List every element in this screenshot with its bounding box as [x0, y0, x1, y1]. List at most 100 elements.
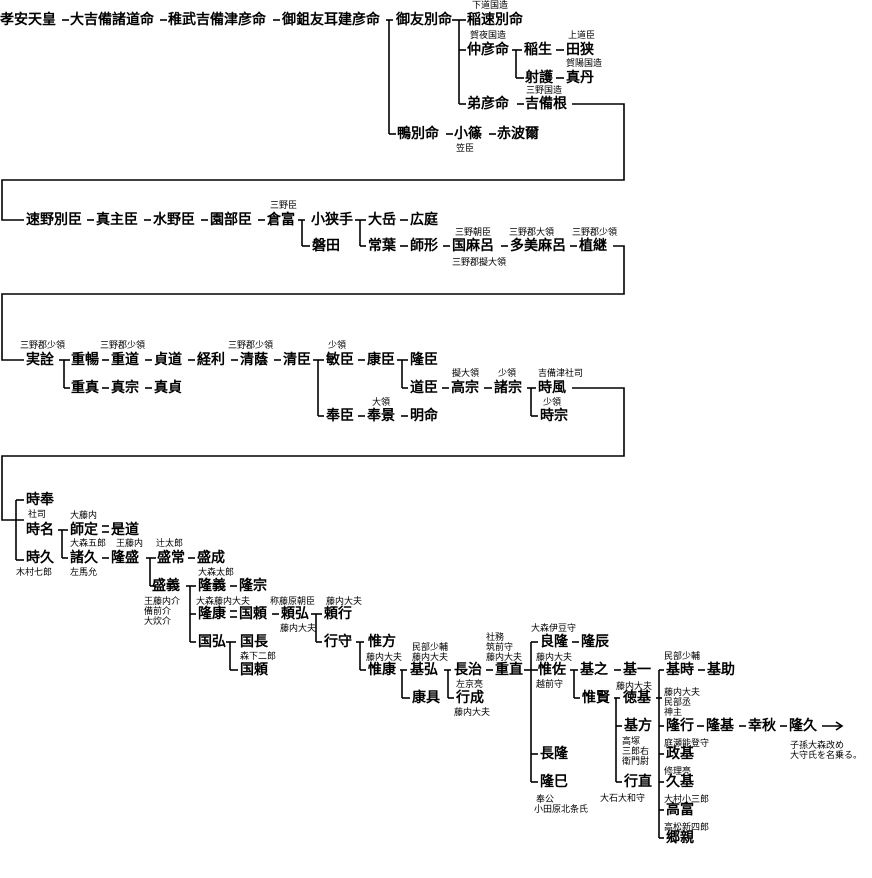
person-n85: 徳基	[623, 690, 651, 706]
note-a57: 衛門尉	[622, 757, 650, 767]
person-n53: 時名	[26, 522, 54, 538]
note-a23: 大森五郎	[70, 539, 107, 549]
person-n68: 行守	[324, 634, 352, 650]
person-n79: 良隆	[540, 634, 568, 650]
person-n77: 国長	[240, 634, 268, 650]
person-n51: 明命	[410, 408, 438, 424]
note-a25: 辻太郎	[156, 539, 184, 549]
person-n99: 隆巳	[540, 774, 568, 790]
note-a2: 賀夜国造	[470, 31, 507, 41]
person-n50: 奉景	[367, 408, 395, 424]
person-n38: 敏臣	[326, 352, 354, 368]
person-n89: 隆基	[706, 718, 734, 734]
note-a19: 少領	[543, 398, 562, 408]
person-n98: 長隆	[540, 746, 568, 762]
person-n91: 隆久	[789, 718, 817, 734]
person-n4: 御鉏友耳建彦命	[282, 12, 380, 28]
person-n59: 盛常	[157, 550, 185, 566]
person-n92: 基方	[624, 718, 652, 734]
note-a13: 三野郡少領	[100, 341, 146, 351]
note-a54: 修理亮	[664, 767, 692, 777]
note-a45: 大森伊豆守	[531, 624, 577, 634]
note-a53: 庭瀬能登守	[664, 739, 710, 749]
person-n39: 康臣	[367, 352, 395, 368]
person-n86: 基時	[666, 662, 694, 678]
note-a14: 三野郡少領	[228, 341, 274, 351]
person-n3: 稚武吉備津彦命	[168, 12, 266, 28]
note-a42: 藤内大夫	[486, 653, 523, 663]
note-a18: 吉備津社司	[538, 369, 584, 379]
person-n40: 隆臣	[410, 352, 438, 368]
person-n55: 是道	[111, 522, 139, 538]
person-n82: 基之	[580, 662, 608, 678]
note-a56: 三郎右	[622, 747, 650, 757]
person-n25: 磐田	[312, 238, 340, 254]
person-n44: 時風	[538, 380, 566, 396]
person-n58: 隆盛	[111, 550, 139, 566]
person-n60: 盛成	[197, 550, 225, 566]
note-a38: 藤内大夫	[366, 653, 403, 663]
person-n33: 重道	[111, 352, 139, 368]
note-a4: 賀陽国造	[566, 59, 603, 69]
person-n11: 真丹	[566, 70, 594, 86]
note-a5: 三野国造	[526, 86, 563, 96]
note-a55: 高塚	[622, 737, 641, 747]
person-n18: 真主臣	[96, 212, 138, 228]
note-a31: 大炊介	[144, 617, 172, 627]
person-n12: 弟彦命	[467, 96, 509, 112]
note-a61: 奉公	[536, 795, 555, 805]
person-n41: 道臣	[410, 380, 438, 396]
person-n8: 稲生	[524, 42, 552, 58]
note-a29: 王藤内介	[144, 597, 181, 607]
person-n73: 重直	[495, 662, 523, 678]
person-n28: 国麻呂	[452, 238, 494, 254]
person-n20: 園部臣	[210, 212, 252, 228]
note-a33: 称藤原朝臣	[270, 597, 316, 607]
person-n16: 赤波爾	[497, 126, 539, 142]
note-a34: 藤内大夫	[280, 624, 317, 634]
person-n69: 惟方	[368, 634, 396, 650]
person-n87: 基助	[707, 662, 735, 678]
person-n13: 吉備根	[525, 96, 567, 112]
person-n78: 国頼	[240, 662, 268, 678]
note-a10: 三野郡少領	[572, 228, 618, 238]
note-a47: 越前守	[536, 680, 564, 690]
person-n15: 小篠	[454, 126, 482, 142]
person-n36: 清蔭	[240, 352, 268, 368]
person-n22: 小狭手	[311, 212, 353, 228]
note-a16: 擬大領	[452, 369, 480, 379]
person-n75: 康具	[412, 690, 440, 706]
person-n88: 隆行	[666, 718, 694, 734]
person-n27: 師形	[410, 238, 438, 254]
person-n65: 国頼	[239, 606, 267, 622]
person-n24: 広庭	[410, 212, 438, 228]
note-a43: 左京亮	[456, 680, 484, 690]
note-a64: 大守氏を名乗る。	[790, 751, 863, 761]
person-n70: 惟康	[368, 662, 396, 678]
person-n66: 頼弘	[281, 606, 309, 622]
person-n48: 真貞	[154, 380, 182, 396]
person-n37: 清臣	[283, 352, 311, 368]
note-a27: 左馬允	[70, 568, 98, 578]
person-n61: 盛義	[152, 578, 180, 594]
note-a28: 大森太郎	[198, 568, 235, 578]
person-n56: 時久	[26, 550, 54, 566]
note-a1: 下道国造	[472, 1, 509, 11]
person-n34: 貞道	[154, 352, 182, 368]
note-a26: 木村七郎	[16, 568, 53, 578]
note-a35: 藤内大夫	[326, 597, 363, 607]
person-n5: 御友別命	[396, 12, 452, 28]
note-a24: 王藤内	[116, 539, 144, 549]
person-n7: 仲彦命	[467, 42, 509, 58]
person-n62: 隆義	[198, 578, 226, 594]
person-n97: 郷親	[666, 830, 694, 846]
person-n35: 経利	[197, 352, 225, 368]
note-a8: 三野朝臣	[455, 228, 492, 238]
note-a12: 三野郡少領	[20, 341, 66, 351]
note-a36: 森下二郎	[240, 652, 277, 662]
person-n81: 惟佐	[538, 662, 566, 678]
note-a63: 子孫大森改め	[790, 741, 845, 751]
note-a59: 大村小三郎	[664, 795, 710, 805]
note-a7: 三野臣	[270, 201, 298, 211]
